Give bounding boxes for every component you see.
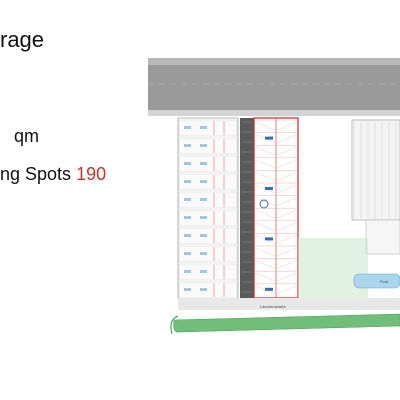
road-edge xyxy=(148,58,400,65)
site-plan-drawing: Pool Lärchenstraße xyxy=(148,58,400,335)
garage-row xyxy=(255,157,297,168)
garage-main-block xyxy=(253,117,299,299)
sidewalk xyxy=(148,110,400,116)
area-text: qm xyxy=(0,126,39,147)
garage-row xyxy=(255,195,297,206)
road-label: Lärchenstraße xyxy=(260,304,287,309)
parking-row xyxy=(178,137,238,155)
bottom-walkway xyxy=(178,298,400,310)
parking-spots-label: ng Spots xyxy=(0,164,72,184)
garage-row xyxy=(255,258,297,269)
garage-row xyxy=(255,283,297,294)
courtyard xyxy=(298,238,368,298)
garage-row xyxy=(255,144,297,156)
garage-row xyxy=(255,245,297,257)
garage-row xyxy=(255,270,297,282)
garage-row xyxy=(255,119,297,131)
parking-row xyxy=(178,209,238,227)
parking-spots-text: ng Spots 190 xyxy=(0,164,106,185)
parking-row xyxy=(178,227,238,245)
garage-row xyxy=(255,207,297,219)
area-unit: qm xyxy=(14,126,40,146)
garage-row xyxy=(255,182,297,194)
parking-row xyxy=(178,155,238,173)
pool xyxy=(353,273,400,289)
parking-spots-value: 190 xyxy=(76,164,107,184)
parking-row xyxy=(178,263,238,281)
lawn-strip xyxy=(173,313,400,333)
building-roof xyxy=(351,119,400,221)
slide-title: rage xyxy=(0,27,45,52)
garage-row xyxy=(255,220,297,231)
parking-row xyxy=(178,173,238,191)
left-parking-block xyxy=(177,117,239,299)
garage-row xyxy=(255,132,297,143)
parking-row xyxy=(178,245,238,263)
ramp-corridor xyxy=(240,118,254,298)
parking-row xyxy=(178,119,238,137)
pool-label: Pool xyxy=(380,279,388,284)
garage-row xyxy=(255,233,297,244)
parking-row xyxy=(178,191,238,209)
garage-marker xyxy=(259,199,269,209)
garage-row xyxy=(255,170,297,181)
lawn-curve xyxy=(170,315,179,335)
parking-row xyxy=(178,281,238,299)
site-plan: Pool Lärchenstraße xyxy=(148,58,400,342)
building-annex xyxy=(365,219,400,255)
